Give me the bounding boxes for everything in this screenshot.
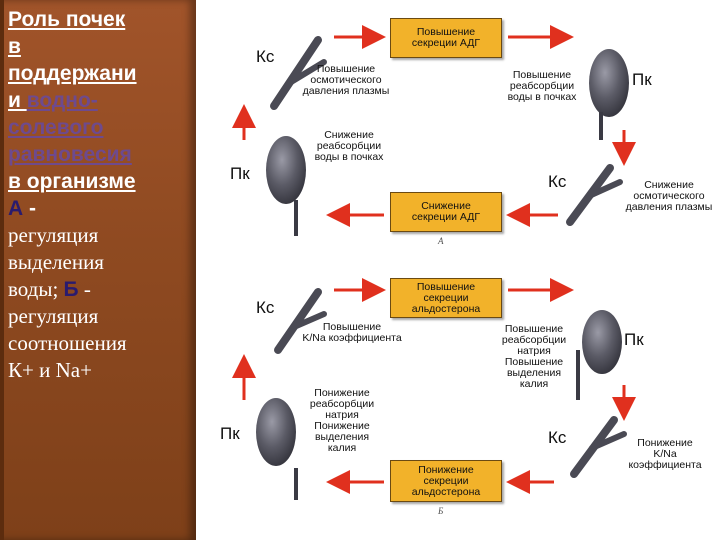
label-kna-decrease: Понижение K/Na коэффициента <box>620 438 710 471</box>
kidney-icon-b-right <box>576 310 622 400</box>
title-line-4a: и <box>8 89 27 112</box>
label-kna-decrease-3: коэффициента <box>628 459 702 471</box>
label-reabs-increase-2: реабсорбции <box>509 80 575 92</box>
label-kna-increase-2: K/Na коэффициента <box>302 332 402 344</box>
box-aldo-decrease-line-1: Понижение <box>418 463 474 476</box>
label-reabsorption-decrease: Снижение реабсорбции воды в почках <box>304 130 394 163</box>
vessel-icon-b-bottom <box>570 416 627 478</box>
title-line-2: в <box>8 35 21 58</box>
label-kna-decrease-1: Понижение <box>637 437 693 449</box>
dash-a: - <box>23 197 36 220</box>
kidney-regulation-diagram: Повышение секреции АДГ Снижение секреции… <box>196 0 720 540</box>
ks-label-b-bottom: Кс <box>548 428 567 447</box>
title-link-4b[interactable]: водно- <box>26 89 98 112</box>
box-adh-decrease: Снижение секреции АДГ <box>390 192 502 232</box>
label-reabs-increase-1: Повышение <box>512 69 572 81</box>
label-b: Б <box>63 278 79 301</box>
label-osmotic-decrease-1: Снижение <box>644 179 694 191</box>
label-reabs-increase-3: воды в почках <box>507 91 577 103</box>
label-osmotic-increase-1: Повышение <box>316 63 376 75</box>
vessel-icon-a-bottom <box>566 164 623 226</box>
label-osmotic-increase: Повышение осмотического давления плазмы <box>294 64 398 97</box>
diagram-graphics <box>232 25 636 500</box>
label-left-2: реабсорбции <box>309 398 375 410</box>
body-a-1: регуляция <box>8 223 99 247</box>
label-kna-increase: Повышение K/Na коэффициента <box>282 322 422 344</box>
vessel-icon-b-top <box>274 288 327 354</box>
box-aldo-increase-line-3: альдостерона <box>411 302 481 315</box>
box-aldo-decrease-line-2: секреции <box>423 474 469 487</box>
label-left-3: натрия <box>325 409 359 421</box>
label-left-6: калия <box>327 442 357 454</box>
label-sodium-potassium-decrease: Понижение реабсорбции натрия Понижение в… <box>300 388 384 454</box>
label-reabsorption-increase: Повышение реабсорбции воды в почках <box>496 70 588 103</box>
title-link-5[interactable]: солевого <box>8 116 104 139</box>
label-right-2: реабсорбции <box>501 334 567 346</box>
body-b-2: соотношения <box>8 331 127 355</box>
label-a: А <box>8 197 24 220</box>
title-link-6[interactable]: равновесия <box>8 143 132 166</box>
box-adh-decrease-line-1: Снижение <box>421 200 471 212</box>
label-osmotic-increase-2: осмотического <box>310 74 382 86</box>
body-b-line: воды; Б - <box>8 276 192 303</box>
label-right-1: Повышение <box>504 323 564 335</box>
label-kna-increase-1: Повышение <box>322 321 382 333</box>
box-aldo-increase-line-2: секреции <box>423 291 469 304</box>
label-right-4: Повышение <box>504 356 564 368</box>
pk-label-b-right: Пк <box>624 330 644 349</box>
caption-b: Б <box>438 506 444 516</box>
ks-label-b-top: Кс <box>256 298 275 317</box>
body-b-3: К+ и Na+ <box>8 358 92 382</box>
label-osmotic-decrease-2: осмотического <box>633 190 705 202</box>
ks-label-a-bottom: Кс <box>548 172 567 191</box>
box-aldo-increase-line-1: Повышение <box>416 280 476 293</box>
title-line-1: Роль почек <box>8 8 126 31</box>
body-b-1: регуляция <box>8 304 99 328</box>
box-aldo-decrease-line-3: альдостерона <box>411 485 481 498</box>
title-line-4: и водно- <box>8 87 192 114</box>
dash-b: - <box>78 277 91 301</box>
panel-stripe <box>0 0 4 540</box>
box-adh-increase-line-2: секреции АДГ <box>411 37 481 49</box>
pk-label-a-right: Пк <box>632 70 652 89</box>
box-aldosterone-increase: Повышение секреции альдостерона <box>390 278 502 318</box>
label-left-5: выделения <box>314 431 370 443</box>
pk-label-a-left: Пк <box>230 164 250 183</box>
label-reabs-decrease-2: реабсорбции <box>316 140 382 152</box>
title-line-7: в организме <box>8 170 136 193</box>
title-line-3: поддержани <box>8 62 137 85</box>
arrows-a <box>232 25 636 227</box>
label-right-5: выделения <box>506 367 562 379</box>
label-sodium-potassium-increase: Повышение реабсорбции натрия Повышение в… <box>492 324 576 390</box>
label-left-1: Понижение <box>314 387 370 399</box>
label-osmotic-decrease-3: давления плазмы <box>625 201 713 213</box>
label-reabs-decrease-1: Снижение <box>324 129 374 141</box>
label-right-3: натрия <box>517 345 551 357</box>
box-adh-increase: Повышение секреции АДГ <box>390 18 502 58</box>
label-a-line: А - <box>8 195 192 222</box>
box-adh-decrease-line-2: секреции АДГ <box>411 211 481 223</box>
label-right-6: калия <box>519 378 549 390</box>
slide-text: Роль почек в поддержани и водно- солевог… <box>8 6 192 384</box>
label-reabs-decrease-3: воды в почках <box>314 151 384 163</box>
box-adh-increase-line-1: Повышение <box>416 26 476 38</box>
label-osmotic-decrease: Снижение осмотического давления плазмы <box>620 180 718 213</box>
caption-a: A <box>438 236 444 246</box>
pk-label-b-left: Пк <box>220 424 240 443</box>
ks-label-a-top: Кс <box>256 47 275 66</box>
vessel-icon-a-top <box>270 36 327 110</box>
left-panel: Роль почек в поддержани и водно- солевог… <box>0 0 196 540</box>
body-a-3: воды; <box>8 277 59 301</box>
label-osmotic-increase-3: давления плазмы <box>302 85 390 97</box>
arrows-b <box>232 278 636 494</box>
box-aldosterone-decrease: Понижение секреции альдостерона <box>390 460 502 502</box>
body-a-2: выделения <box>8 250 104 274</box>
kidney-icon-a-right <box>589 49 629 140</box>
kidney-icon-a-left <box>266 136 306 236</box>
kidney-icon-b-left <box>256 398 298 500</box>
label-left-4: Понижение <box>314 420 370 432</box>
label-kna-decrease-2: K/Na <box>653 448 677 460</box>
